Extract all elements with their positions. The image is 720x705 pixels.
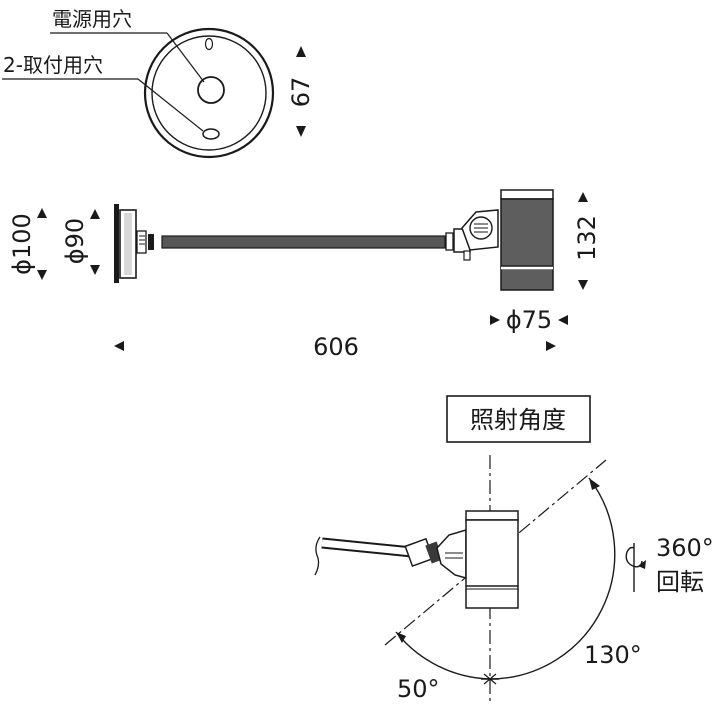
height-dim-label: 67 — [287, 77, 315, 108]
lower-angle-label: 50° — [397, 675, 440, 703]
overall-length-label: 606 — [313, 333, 359, 361]
lamp-head-body — [500, 198, 554, 268]
power-hole — [197, 76, 225, 104]
length-arrow-right — [546, 341, 556, 351]
angle-head-cap — [465, 510, 519, 521]
angle-title-box — [446, 395, 591, 443]
base-outer-diameter-label: ϕ100 — [8, 213, 36, 275]
base-outer-arrow-top — [37, 208, 47, 218]
mount-hole-top — [204, 37, 214, 51]
power-hole-label: 電源用穴 — [52, 7, 132, 31]
base-inner-arrow-bottom — [90, 265, 100, 275]
base-joint — [136, 230, 147, 254]
base-plate-inner — [151, 35, 267, 151]
head-height-arrow-bottom — [578, 280, 588, 290]
arm-sleeve-dark — [425, 541, 444, 564]
cable-end-curve — [314, 536, 321, 576]
front-view: 電源用穴 2-取付用穴 67 — [2, 7, 315, 159]
base-collar — [148, 234, 154, 250]
base-inner-diameter-label: ϕ90 — [61, 218, 89, 264]
side-view: ϕ100 ϕ90 132 ϕ75 606 — [8, 189, 601, 361]
upper-angle-label: 130° — [584, 641, 642, 669]
lower-arc-arrow — [396, 632, 406, 643]
height-arrow-bottom — [296, 126, 306, 137]
head-diameter-arrow-right — [558, 315, 568, 325]
head-height-arrow-top — [578, 192, 588, 202]
rotation-value: 360° — [656, 534, 714, 562]
support-arm — [161, 235, 446, 249]
upper-arc-arrow — [589, 478, 600, 490]
angle-view: 照射角度 360° 回転 130° 50° — [314, 395, 714, 705]
power-hole-leader — [166, 32, 205, 83]
swivel-bracket — [436, 528, 467, 579]
base-flange — [114, 204, 119, 283]
base-body-shade — [124, 213, 132, 275]
head-diameter-arrow-left — [490, 315, 500, 325]
height-arrow-top — [296, 46, 306, 57]
length-arrow-left — [114, 341, 124, 351]
mount-hole-label: 2-取付用穴 — [3, 53, 103, 77]
upper-angle-arc — [489, 477, 616, 680]
lower-angle-arc — [395, 631, 491, 680]
mount-hole-bottom — [202, 128, 220, 140]
lamp-head-cap — [500, 189, 554, 200]
mount-hole-leader — [137, 78, 204, 132]
head-diameter-label: ϕ75 — [506, 306, 552, 334]
base-outer-arrow-bottom — [37, 270, 47, 280]
lamp-head-lens-ring — [500, 267, 554, 291]
cable-inner — [321, 539, 413, 556]
wire-stub — [463, 250, 471, 261]
rotation-arrow — [638, 560, 646, 569]
head-height-label: 132 — [573, 215, 601, 261]
angle-title: 照射角度 — [470, 406, 566, 434]
base-inner-arrow-top — [90, 209, 100, 219]
arm-end-collar — [445, 232, 454, 251]
rotation-label: 回転 — [656, 568, 704, 596]
angle-head-body — [465, 519, 519, 609]
